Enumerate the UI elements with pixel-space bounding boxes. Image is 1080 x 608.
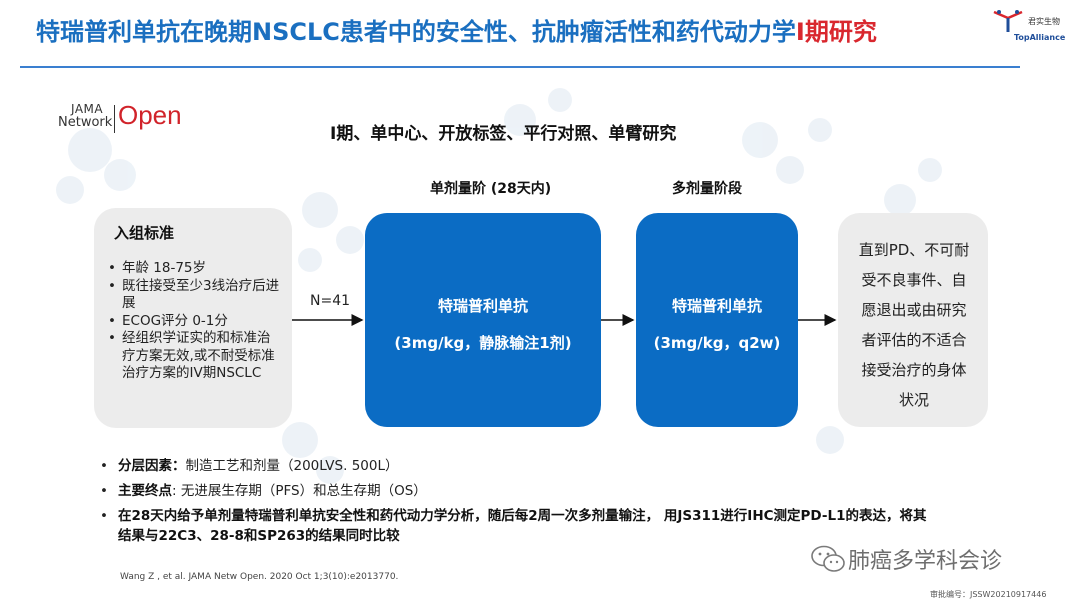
- multi-dose-drug: 特瑞普利单抗: [671, 297, 762, 315]
- brand-cn: 君实生物: [1028, 17, 1060, 26]
- network-text: Network: [58, 115, 113, 130]
- jama-text: JAMA: [71, 102, 104, 116]
- multi-dose-phase-label: 多剂量阶段: [672, 181, 742, 197]
- multi-dose-box: 特瑞普利单抗 (3mg/kg，q2w): [636, 213, 798, 427]
- inclusion-criteria-title: 入组标准: [114, 224, 175, 242]
- title-divider: [20, 66, 1020, 68]
- watermark-text: 肺癌多学科会诊: [848, 549, 1003, 574]
- page-title-accent: Ⅰ期研究: [795, 18, 877, 46]
- inclusion-item: 既往接受至少3线治疗后进展: [108, 278, 282, 313]
- brand-en: TopAlliance: [1014, 33, 1066, 42]
- study-design-label: Ⅰ期、单中心、开放标签、平行对照、单臂研究: [330, 124, 677, 144]
- single-dose-phase-label: 单剂量阶 (28天内): [430, 181, 552, 197]
- logo-divider: [114, 105, 115, 133]
- wechat-watermark: 肺癌多学科会诊: [800, 540, 1060, 576]
- topalliance-logo: 君实生物 TopAlliance: [990, 8, 1072, 48]
- wechat-icon: [811, 545, 845, 572]
- topalliance-logo-icon: [993, 10, 1023, 32]
- reference-citation: Wang Z , et al. JAMA Netw Open. 2020 Oct…: [120, 572, 399, 582]
- inclusion-item: 年龄 18-75岁: [108, 260, 282, 278]
- note-item: 在28天内给予单剂量特瑞普利单抗安全性和药代动力学分析，随后每2周一次多剂量输注…: [98, 506, 938, 546]
- study-notes-list: 分层因素：制造工艺和剂量（200LVS. 500L） 主要终点: 无进展生存期（…: [98, 456, 938, 551]
- inclusion-item: ECOG评分 0-1分: [108, 313, 282, 331]
- page-title: 特瑞普利单抗在晚期NSCLC患者中的安全性、抗肿瘤活性和药代动力学Ⅰ期研究: [36, 12, 996, 47]
- inclusion-item: 经组织学证实的和标准治疗方案无效,或不耐受标准治疗方案的IV期NSCLC: [108, 330, 282, 383]
- treatment-end-text: 直到PD、不可耐受不良事件、自愿退出或由研究者评估的不适合接受治疗的身体状况: [858, 241, 970, 409]
- multi-dose-scheme: (3mg/kg，q2w): [653, 334, 781, 352]
- note-item: 主要终点: 无进展生存期（PFS）和总生存期（OS）: [98, 481, 938, 501]
- note-item: 分层因素：制造工艺和剂量（200LVS. 500L）: [98, 456, 938, 476]
- jama-network-open-logo: JAMA Network Open: [58, 100, 218, 142]
- treatment-end-box: 直到PD、不可耐受不良事件、自愿退出或由研究者评估的不适合接受治疗的身体状况: [838, 213, 988, 427]
- inclusion-criteria-box: 入组标准 年龄 18-75岁 既往接受至少3线治疗后进展 ECOG评分 0-1分…: [94, 208, 292, 428]
- single-dose-drug: 特瑞普利单抗: [437, 297, 528, 315]
- approval-number: 审批编号：JSSW20210917446: [930, 590, 1047, 599]
- open-text: Open: [118, 100, 182, 130]
- single-dose-box: 特瑞普利单抗 (3mg/kg，静脉输注1剂): [365, 213, 601, 427]
- inclusion-criteria-list: 年龄 18-75岁 既往接受至少3线治疗后进展 ECOG评分 0-1分 经组织学…: [108, 260, 282, 383]
- page-title-main: 特瑞普利单抗在晚期NSCLC患者中的安全性、抗肿瘤活性和药代动力学: [36, 18, 796, 46]
- single-dose-scheme: (3mg/kg，静脉输注1剂): [394, 334, 572, 352]
- enrollment-count: N=41: [310, 293, 351, 309]
